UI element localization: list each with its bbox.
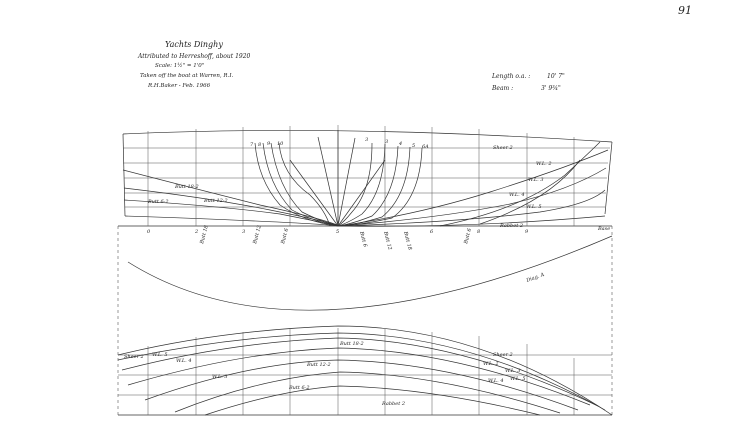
profile-label-butt12: Butt 12-2 xyxy=(203,198,228,204)
length-label: Length o.a. : xyxy=(491,73,530,80)
profile-label-wl3: W.L. 3 xyxy=(528,177,544,183)
title-block: Yachts Dinghy Attributed to Herreshoff, … xyxy=(137,40,251,89)
station-label: 8 xyxy=(477,229,480,235)
station-label: Butt 6 xyxy=(280,227,290,245)
station-label: Butt 6 xyxy=(463,227,473,245)
plan-label-wl4-fwd: W.L. 4 xyxy=(488,378,504,384)
svg-text:7: 7 xyxy=(250,142,254,148)
profile-view: 7 8 9 10 3 3 4 5 6A Sheer 2 W.L. 2 W.L. … xyxy=(118,125,613,251)
beam-label: Beam : xyxy=(491,85,513,92)
svg-text:10: 10 xyxy=(277,141,284,147)
page-number: 91 xyxy=(678,4,692,17)
profile-stem xyxy=(604,141,613,215)
length-value: 10' 7" xyxy=(547,73,565,80)
plan-label-rabbet: Rabbet 2 xyxy=(381,401,405,407)
profile-label-sheer: Sheer 2 xyxy=(493,145,513,151)
plan-curves xyxy=(117,325,613,416)
plan-label-wl2-fwd: W.L. 2 xyxy=(483,361,499,367)
plan-sheer-curve xyxy=(117,325,613,416)
drawing-author: R.H.Baker - Feb. 1966 xyxy=(147,83,211,89)
plan-grid xyxy=(118,328,612,415)
plan-label-butt12: Butt 12-2 xyxy=(306,362,331,368)
plan-label-wl3-aft: W.L. 3 xyxy=(212,374,228,380)
station-label: Butt 6 xyxy=(358,230,368,248)
plan-label-butt18: Butt 18-2 xyxy=(339,341,364,347)
profile-label-butt18: Butt 18-2 xyxy=(174,184,199,190)
plan-label-wl5-aft: W.L. 5 xyxy=(152,352,168,358)
profile-label-wl4: W.L. 4 xyxy=(509,192,525,198)
profile-label-wl2: W.L. 2 xyxy=(536,161,552,167)
plan-label-wl3-fwd: W.L. 3 xyxy=(505,368,521,374)
station-label: Butt 18 xyxy=(402,230,413,251)
station-label: 2 xyxy=(194,229,198,235)
plan-label-sheer-fwd: Sheer 2 xyxy=(493,352,513,358)
drawing-taken-off: Taken off the boat at Warren, R.I. xyxy=(140,73,233,79)
station-label: 5 xyxy=(336,229,339,235)
svg-text:8: 8 xyxy=(258,142,261,148)
plan-label-wl5-fwd: W.L. 5 xyxy=(510,376,526,382)
plan-label-butt6: Butt 6-2 xyxy=(288,385,310,391)
svg-text:3: 3 xyxy=(385,139,388,145)
station-label: 0 xyxy=(147,229,151,235)
drawing-attribution: Attributed to Herreshoff, about 1920 xyxy=(137,53,251,60)
svg-text:9: 9 xyxy=(267,141,271,147)
station-label: Butt 12 xyxy=(382,230,393,251)
profile-label-wl5: W.L. 5 xyxy=(526,204,542,210)
plan-label-wl4-aft: W.L. 4 xyxy=(176,358,192,364)
profile-transom xyxy=(122,133,126,217)
dimensions-block: Length o.a. : 10' 7" Beam : 3' 9¾" xyxy=(491,73,565,92)
profile-sheer-line xyxy=(122,130,613,143)
station-label: 9 xyxy=(525,229,529,235)
drawing-title: Yachts Dinghy xyxy=(165,40,223,49)
profile-body-plan xyxy=(254,130,423,227)
svg-text:6A: 6A xyxy=(422,144,429,150)
profile-label-butt6: Butt 6-2 xyxy=(147,199,169,205)
profile-station-labels: 0 2 3 Butt 18 Butt 12 Butt 6 5 Butt 6 Bu… xyxy=(147,225,529,251)
svg-text:4: 4 xyxy=(398,141,402,147)
svg-text:3: 3 xyxy=(365,137,368,143)
plan-view: Diag. A xyxy=(117,226,613,416)
station-label: 3 xyxy=(242,229,245,235)
station-label: Butt 12 xyxy=(252,225,263,246)
station-label: 6 xyxy=(430,229,434,235)
profile-stations xyxy=(147,125,575,226)
beam-value: 3' 9¾" xyxy=(541,85,561,92)
plan-label-sheer: Sheer 2 xyxy=(124,354,144,360)
drawing-scale: Scale: 1½" = 1'0" xyxy=(155,62,204,69)
profile-label-base: Base xyxy=(597,226,610,232)
svg-text:5: 5 xyxy=(412,143,415,149)
diagonal-a-label: Diag. A xyxy=(525,272,546,284)
profile-label-rabbet: Rabbet 2 xyxy=(499,223,523,229)
profile-top-numbers: 7 8 9 10 3 3 4 5 6A xyxy=(250,137,429,150)
station-label: Butt 18 xyxy=(199,225,210,246)
diagonal-a-curve xyxy=(127,235,613,311)
